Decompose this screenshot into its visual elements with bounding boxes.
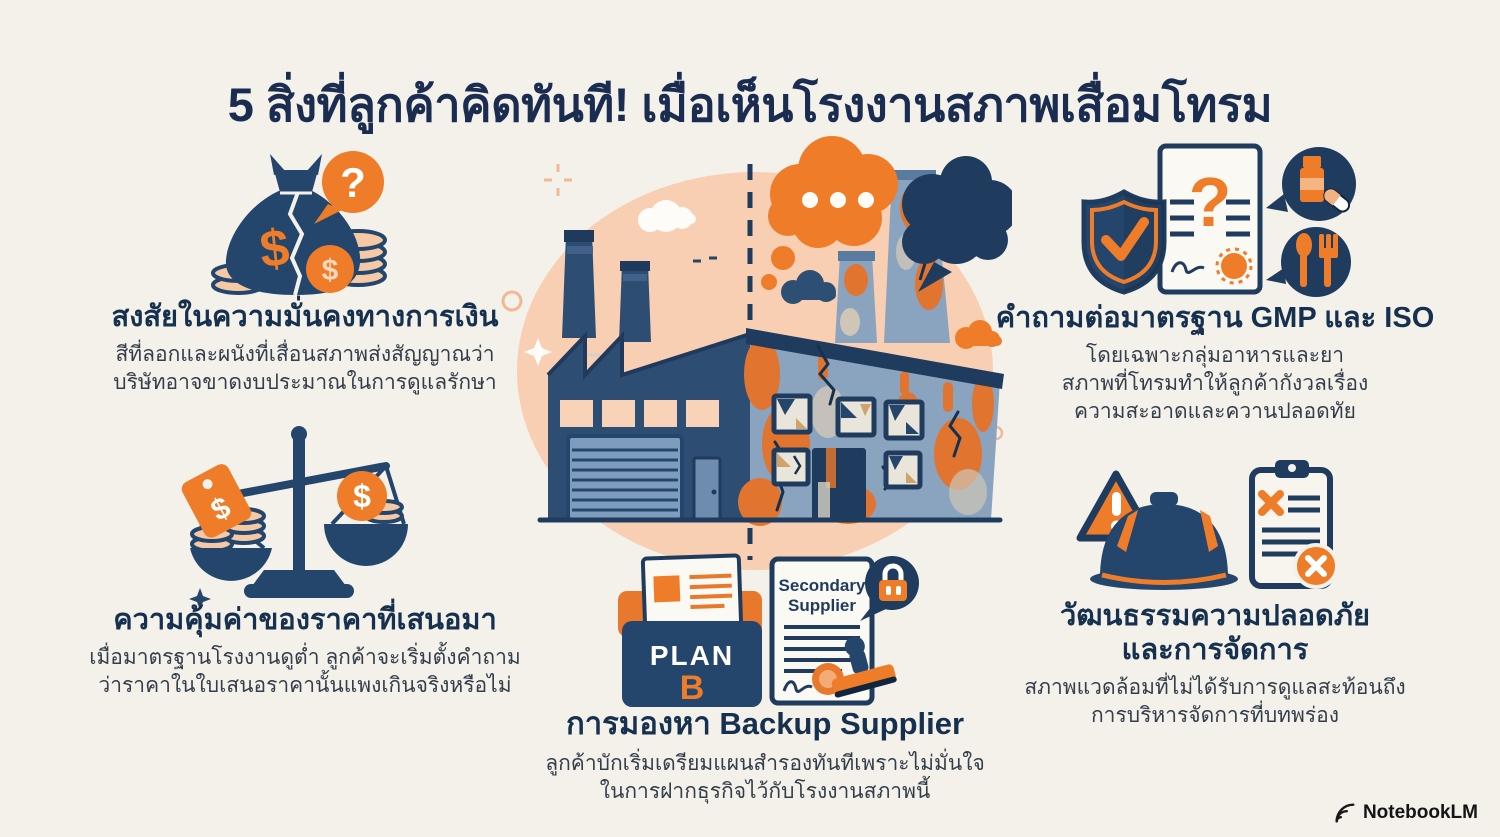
balance-scale-icon: $ $ <box>181 426 408 608</box>
small-navy-cloud-icon <box>781 270 836 304</box>
factory-door <box>692 456 722 522</box>
financial-heading: สงสัยในความมั่นคงทางการเงิน <box>111 301 499 333</box>
notebooklm-label: NotebookLM <box>1362 802 1478 823</box>
safety-icons <box>1076 460 1339 590</box>
cutlery-bubble-icon <box>1266 227 1351 297</box>
safety-heading: วัฒนธรรมความปลอดภัย และการจัดการ <box>1060 600 1370 667</box>
right-scale-pan <box>324 524 408 566</box>
factory-windows <box>560 400 719 427</box>
pricing-description: เมื่อมาตรฐานโรงงานดูต่ำ ลูกค้าจะเริ่มตั้… <box>89 646 521 698</box>
seal-icon <box>1221 253 1247 279</box>
svg-text:$: $ <box>322 254 339 287</box>
hard-hat-icon <box>1090 492 1238 590</box>
notebooklm-icon <box>1335 803 1355 823</box>
gmp-heading: คำถามต่อมาตรฐาน GMP และ ISO <box>995 302 1435 334</box>
section-pricing: ความคุ้มค่าของราคาที่เสนอมา เมื่อมาตรฐาน… <box>80 603 530 700</box>
gmp-description: โดยเฉพาะกลุ่มอาหารและยา สภาพที่โทรมทำให้… <box>1061 344 1369 424</box>
page-title: 5 สิ่งที่ลูกค้าคิดทันที! เมื่อเห็นโรงงาน… <box>227 78 1273 132</box>
question-bubble-icon: ? <box>314 151 384 224</box>
backup-supplier-icons: PLAN B Secondary Supplier <box>618 553 919 707</box>
inspection-checklist-icon <box>1249 460 1339 589</box>
svg-text:$: $ <box>353 478 371 514</box>
financial-description: สีที่ลอกและผนังที่เสื่อนสภาพส่งสัญญาณว่า… <box>113 343 497 395</box>
clean-factory-icon <box>546 200 751 522</box>
small-orange-cloud-icon <box>955 320 1002 349</box>
section-safety: วัฒนธรรมความปลอดภัย และการจัดการ สภาพแวด… <box>995 599 1435 730</box>
svg-text:?: ? <box>340 159 366 206</box>
dash-decor-2 <box>693 256 717 263</box>
money-bag-icon: $ $ ? <box>211 151 387 296</box>
broken-windows <box>771 393 925 490</box>
price-tag-icon: $ <box>181 464 252 538</box>
padlock-bubble-icon <box>860 556 919 621</box>
split-factory-illustration <box>501 136 1012 570</box>
damaged-roof <box>746 328 1004 389</box>
section-financial: สงสัยในความมั่นคงทางการเงิน สีที่ลอกและผ… <box>80 300 530 397</box>
gmp-certificate-icon: ? <box>1081 143 1356 297</box>
svg-text:Supplier: Supplier <box>788 596 856 615</box>
left-scale-pan <box>190 548 272 581</box>
notebooklm-logo: NotebookLM <box>1333 801 1478 825</box>
garage-stripes <box>572 448 678 512</box>
svg-text:Secondary: Secondary <box>779 576 866 595</box>
rubber-stamp-icon <box>831 636 897 698</box>
dark-smoke-cloud-icon <box>902 156 1012 292</box>
sparkle-icon <box>189 588 211 608</box>
shield-check-icon <box>1081 189 1167 295</box>
certificate-document: ? <box>1157 143 1263 295</box>
medicine-bubble-icon <box>1266 147 1356 221</box>
backup-description: ลูกค้าบักเริ่มเดรียมแผนสำรองทันทีเพราะไม… <box>545 751 985 803</box>
thought-bubble-icon <box>761 136 898 290</box>
safety-description: สภาพแวดล้อมที่ไม่ได้รับการดูแลสะท้อนถึง … <box>1024 676 1406 728</box>
plan-b-folder-icon: PLAN B <box>618 553 762 707</box>
backup-heading: การมองหา Backup Supplier <box>565 706 965 741</box>
svg-text:$: $ <box>257 219 292 280</box>
svg-text:B: B <box>680 669 705 707</box>
secondary-supplier-contract-icon: Secondary Supplier <box>769 556 897 706</box>
pricing-heading: ความคุ้มค่าของราคาที่เสนอมา <box>113 604 497 636</box>
section-backup: การมองหา Backup Supplier ลูกค้าบักเริ่มเ… <box>525 706 1005 805</box>
sparkle-icon <box>524 338 552 366</box>
svg-text:?: ? <box>1189 163 1232 241</box>
svg-text:PLAN: PLAN <box>650 640 734 671</box>
orange-coin-icon <box>306 245 354 293</box>
section-gmp: คำถามต่อมาตรฐาน GMP และ ISO โดยเฉพาะกลุ่… <box>995 301 1435 426</box>
orange-coin-icon <box>337 471 387 521</box>
